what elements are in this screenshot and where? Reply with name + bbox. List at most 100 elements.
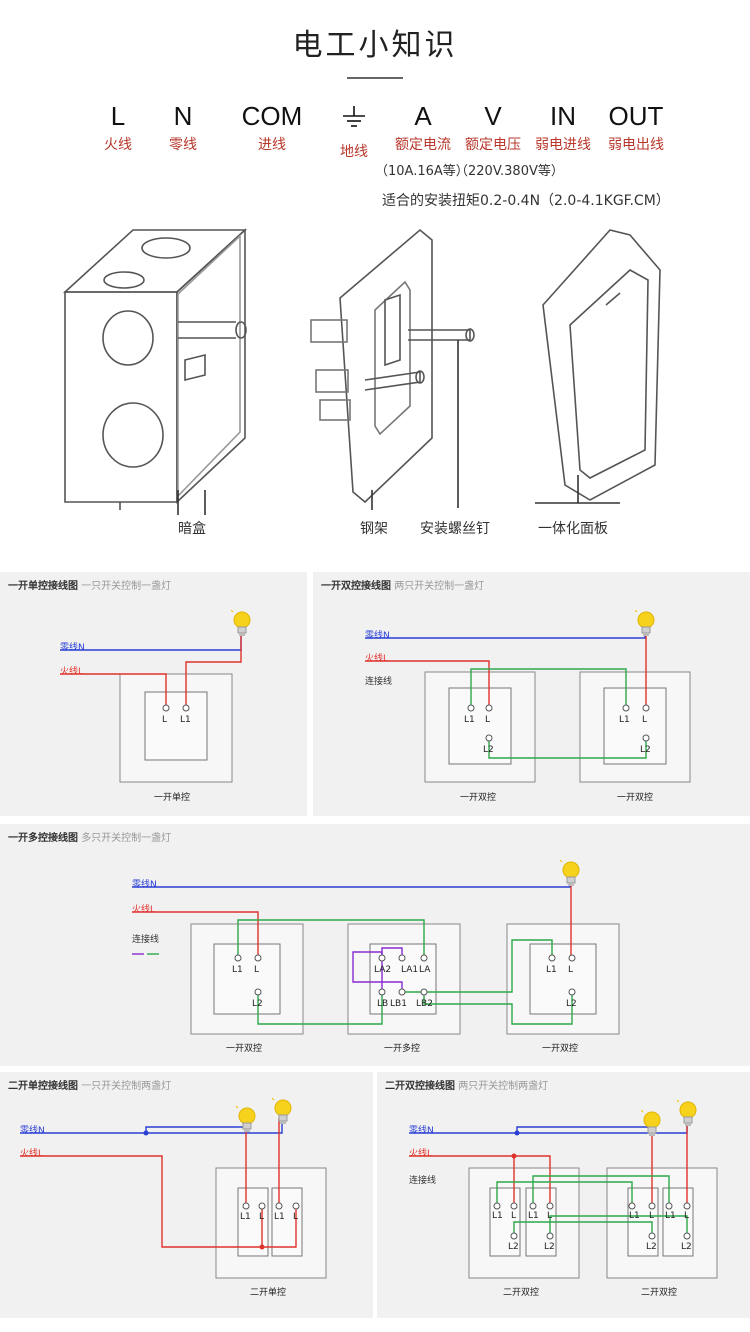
link-label: 连接线 [409,1176,437,1186]
bulb-icon [634,609,657,644]
diagram-subtitle: 多只开关控制一盏灯 [81,833,172,844]
symbol-item: N 零线 [153,100,213,154]
bulb-icon [271,1097,294,1132]
symbol-desc: 火线 [104,137,132,153]
live-label: 火线L [132,905,156,915]
terminal-label: LB1 [390,999,407,1009]
terminal-label: L [568,965,574,975]
terminal-label: L [547,1211,553,1221]
symbol-desc: 零线 [169,137,197,153]
neutral-label: 零线N [132,880,157,890]
terminal-label: L2 [566,999,577,1009]
terminal-label: L2 [508,1242,519,1252]
terminal-label: L2 [544,1242,555,1252]
symbol-desc: 地线 [340,144,368,160]
neutral-label: 零线N [365,631,390,641]
symbol-code: IN [550,101,576,131]
switch-caption: 一开单控 [154,793,191,803]
terminal-label: LB2 [416,999,433,1009]
symbol-code: V [484,101,502,131]
terminal-label: L1 [619,715,630,725]
diagram-one-gang-multi: 一开多控接线图 多只开关控制一盏灯 零线N 火线L 连接线 L1 L L2 LA… [0,824,750,1066]
diagram-title: 一开单控接线图 [8,581,78,592]
page-title: 电工小知识 [292,28,458,63]
symbol-item: L 火线 [88,100,148,154]
wiring-d4 [20,1117,327,1279]
symbol-item: 地线 [330,100,378,161]
link-label: 连接线 [132,935,160,945]
diagram-subtitle: 两只开关控制两盏灯 [458,1081,549,1092]
diagram-two-gang-double: 二开双控接线图 两只开关控制两盏灯 零线N 火线L 连接线 L1 L L2 L1… [377,1072,750,1318]
title-divider [347,77,403,79]
terminal-label: L1 [528,1211,539,1221]
bulb-icon [676,1099,699,1134]
diagram-header: 一开双控接线图 两只开关控制一盏灯 [321,577,484,592]
terminal-label: L [684,1211,690,1221]
terminal-label: L [293,1212,299,1222]
terminal-label: L1 [274,1212,285,1222]
ground-icon [330,100,378,139]
symbol-desc: 弱电出线 [608,137,664,153]
symbol-desc: 额定电流 [395,137,451,153]
symbol-code: COM [241,101,303,131]
symbol-code: N [173,101,193,131]
symbol-code: L [110,101,126,131]
terminal-label: L1 [232,965,243,975]
diagram-one-gang-single: 一开单控接线图 一只开关控制一盏灯 零线N 火线L L L1 一开单控 [0,572,307,816]
switch-caption: 一开双控 [226,1044,263,1054]
neutral-label: 零线N [60,643,85,653]
symbol-item: A 额定电流 [388,100,458,154]
diagram-header: 一开单控接线图 一只开关控制一盏灯 [8,577,171,592]
part-label: 安装螺丝钉 [420,521,490,537]
terminal-label: L [259,1212,265,1222]
diagram-title: 二开双控接线图 [385,1081,455,1092]
bulb-icon [235,1105,258,1140]
neutral-label: 零线N [409,1126,434,1136]
switch-caption: 一开双控 [617,793,654,803]
symbol-desc: 弱电进线 [535,137,591,153]
terminal-label: L1 [180,715,191,725]
part-label: 暗盒 [178,521,206,537]
symbol-code: OUT [608,101,664,131]
terminal-label: L [162,715,168,725]
terminal-label: L1 [464,715,475,725]
diagram-header: 二开双控接线图 两只开关控制两盏灯 [385,1077,548,1092]
switch-caption: 二开单控 [250,1288,287,1298]
terminal-label: L [254,965,260,975]
diagram-header: 一开多控接线图 多只开关控制一盏灯 [8,829,171,844]
diagram-subtitle: 一只开关控制一盏灯 [81,581,172,592]
panel-drawing [542,229,661,501]
bulb-icon [559,859,582,894]
symbol-code: A [414,101,432,131]
rated-current-note: （10A.16A等） [375,164,469,179]
terminal-label: L2 [252,999,263,1009]
wiring-d3 [132,882,620,1035]
torque-note: 适合的安装扭矩0.2-0.4N（2.0-4.1KGF.CM） [382,193,670,209]
diagram-two-gang-single: 二开单控接线图 一只开关控制两盏灯 零线N 火线L L1 L L1 L 二开单控 [0,1072,373,1318]
terminal-label: L1 [240,1212,251,1222]
neutral-label: 零线N [20,1126,45,1136]
bulb-icon [230,609,253,644]
bulb-icon [640,1109,663,1144]
live-label: 火线L [20,1149,44,1159]
switch-caption: 二开双控 [503,1288,540,1298]
symbol-item: OUT 弱电出线 [600,100,672,154]
symbol-item: IN 弱电进线 [530,100,596,154]
terminal-label: LA [419,965,431,975]
terminal-label: L1 [629,1211,640,1221]
switch-caption: 一开双控 [542,1044,579,1054]
terminal-label: L [511,1211,517,1221]
part-label: 一体化面板 [538,521,608,537]
terminal-label: L [649,1211,655,1221]
steel-frame-drawing [310,228,475,504]
terminal-label: L [642,715,648,725]
terminal-label: L2 [646,1242,657,1252]
wiring-d5 [409,1118,718,1279]
terminal-label: L2 [483,745,494,755]
wiring-d1 [60,630,242,783]
terminal-label: LA1 [401,965,419,975]
part-label: 钢架 [360,521,388,537]
diagram-subtitle: 一只开关控制两盏灯 [81,1081,172,1092]
